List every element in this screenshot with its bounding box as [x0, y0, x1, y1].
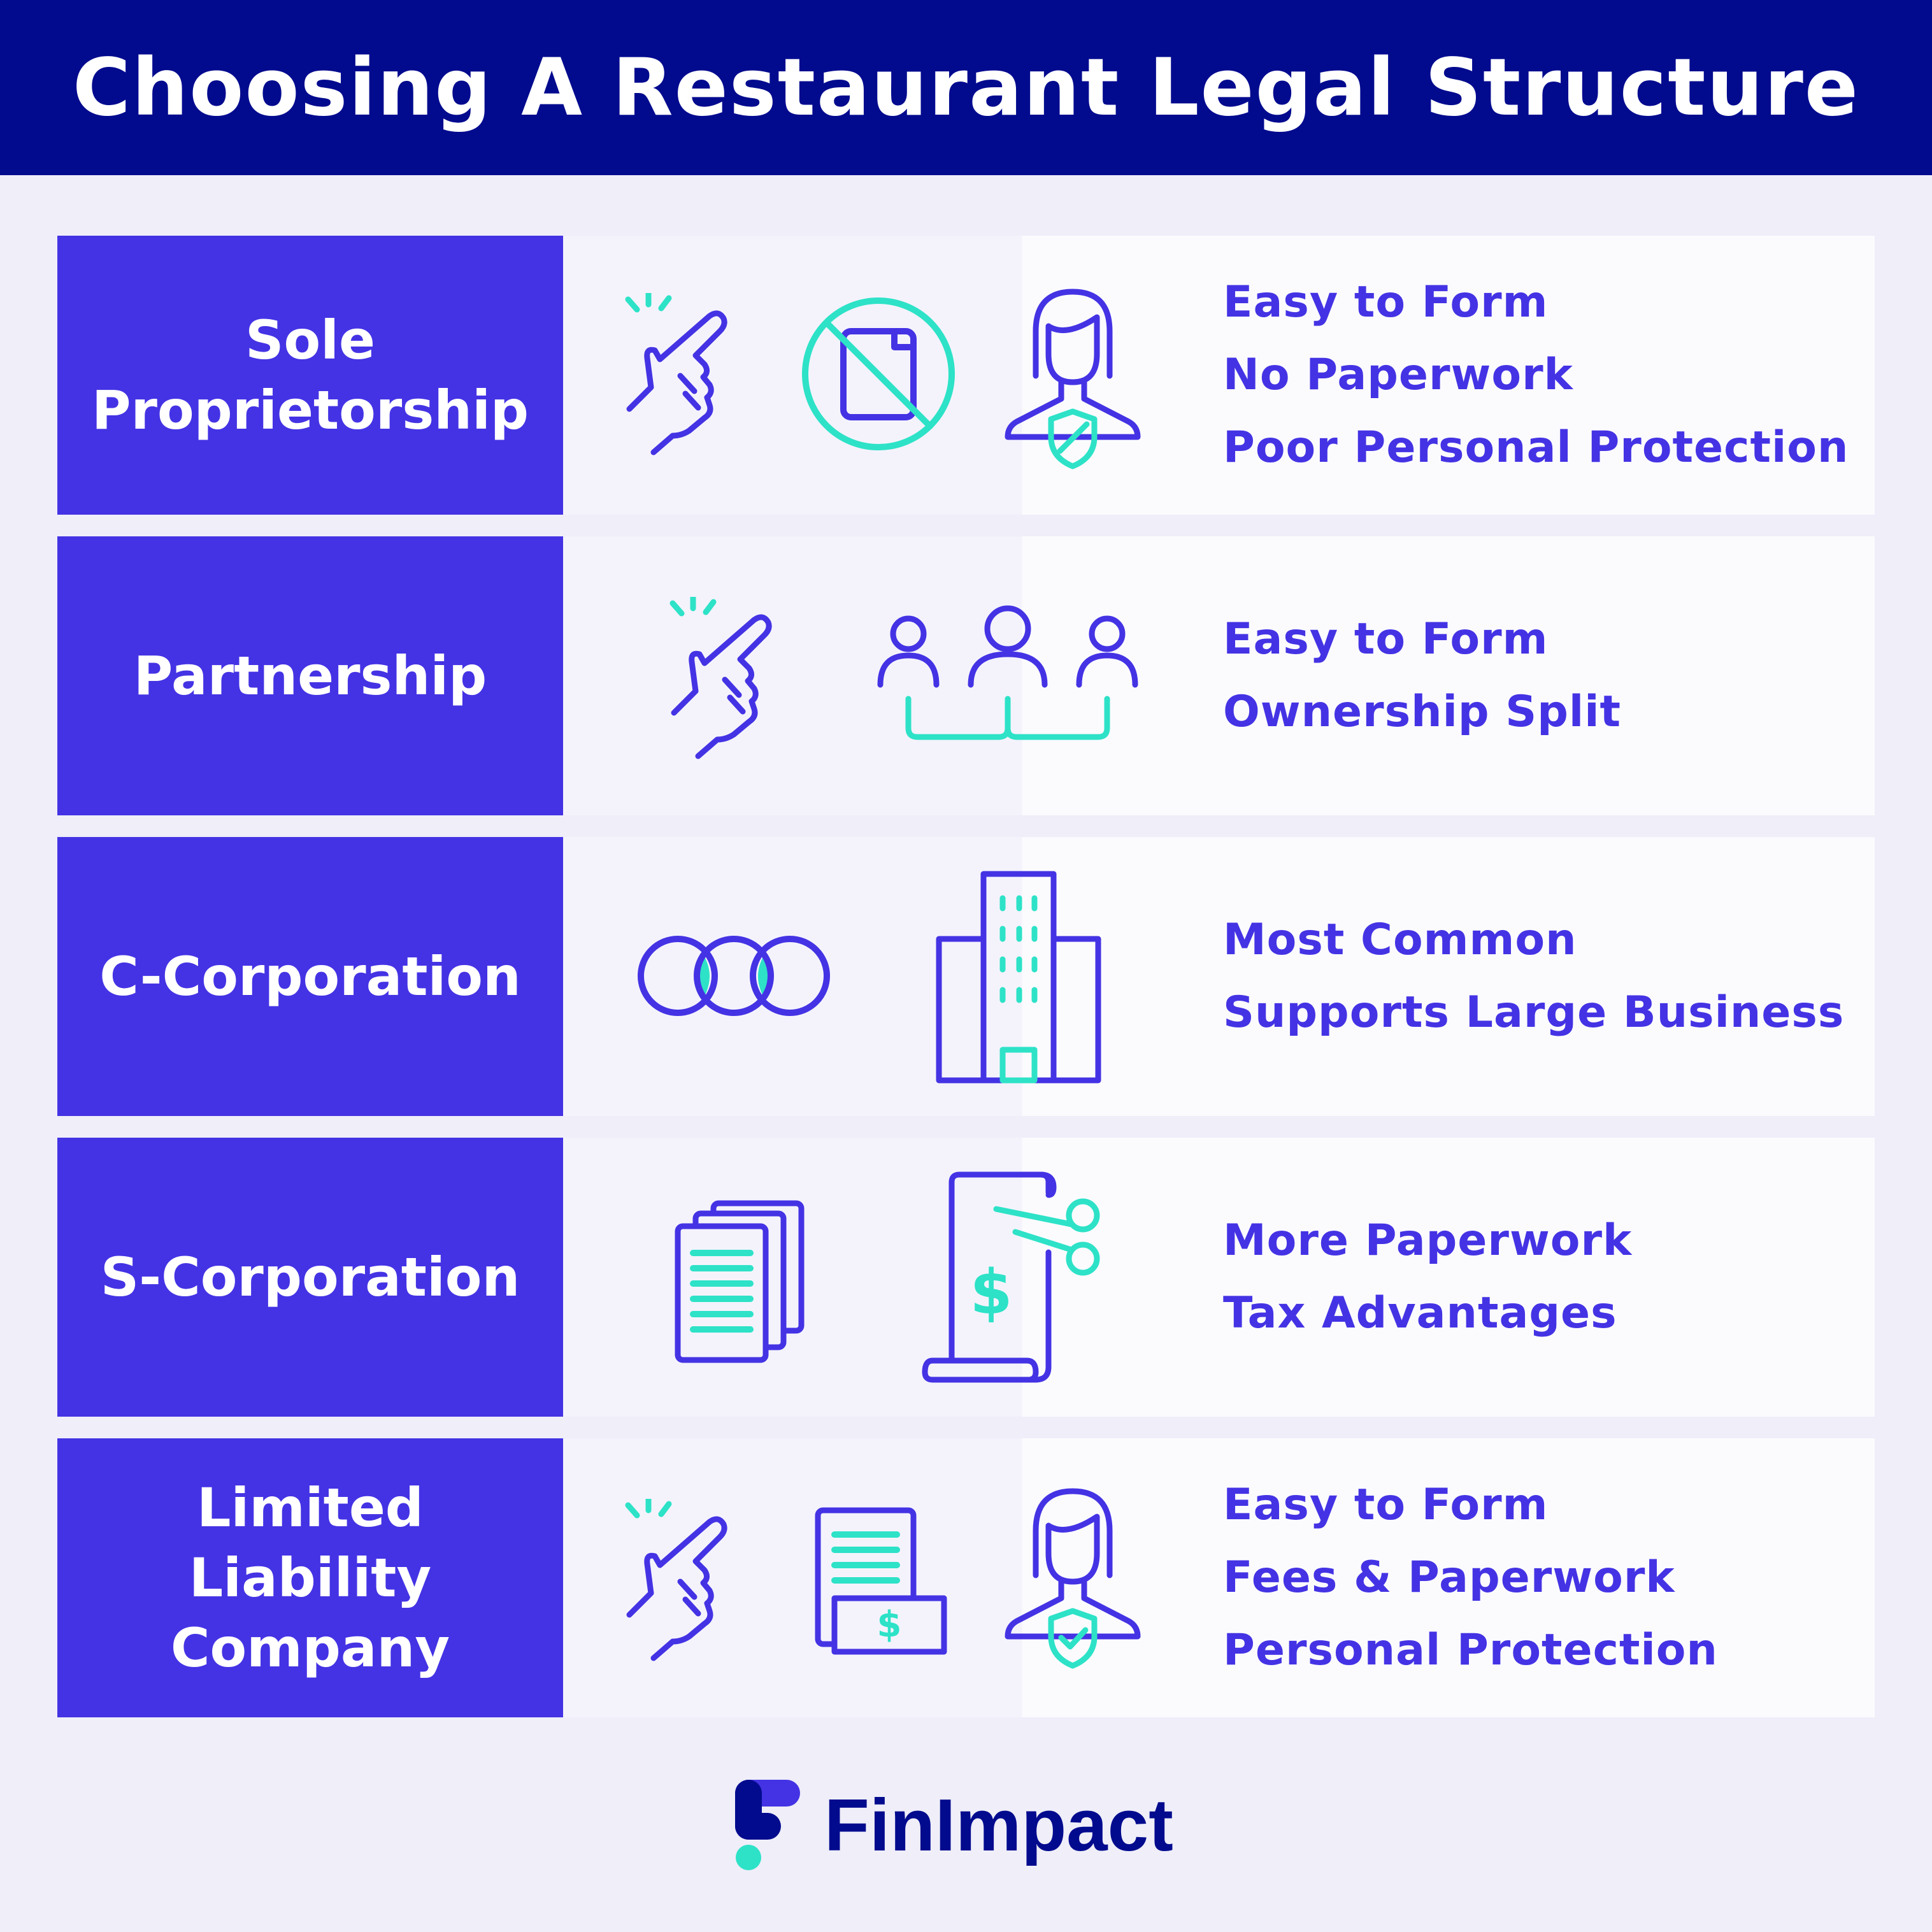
icon-group: $ — [563, 1138, 1232, 1417]
structure-label-box: Partnership — [57, 536, 563, 815]
feature-item: More Paperwork — [1223, 1215, 1633, 1266]
structure-label-box: S-Corporation — [57, 1138, 563, 1417]
document-stack-icon — [675, 1200, 805, 1363]
feature-list: Easy to Form Ownership Split — [1223, 536, 1621, 815]
structure-content: Easy to Form Ownership Split — [563, 536, 1875, 815]
feature-item: Supports Large Business — [1223, 987, 1845, 1038]
linked-rings-icon — [638, 936, 830, 1016]
structure-label: C-Corporation — [99, 945, 521, 1008]
icon-group — [563, 236, 1232, 515]
structure-row-partnership: Partnership — [57, 536, 1875, 815]
snap-fingers-icon — [625, 293, 727, 455]
feature-item: Ownership Split — [1223, 687, 1622, 737]
structure-content: Most Common Supports Large Business — [563, 837, 1875, 1116]
feature-item: Easy to Form — [1223, 277, 1549, 327]
feature-item: Easy to Form — [1223, 614, 1549, 664]
icon-group — [563, 837, 1232, 1116]
snap-fingers-icon — [669, 597, 772, 759]
feature-item: Fees & Paperwork — [1223, 1552, 1675, 1603]
structure-content: $ More Paperwork Tax Advantages — [563, 1138, 1875, 1417]
icon-group — [563, 536, 1232, 815]
no-paperwork-icon — [802, 297, 955, 450]
structure-row-limited-liability-company: Limited Liability Company — [57, 1438, 1875, 1717]
feature-list: Most Common Supports Large Business — [1223, 837, 1844, 1116]
structure-label: Sole Proprietorship — [91, 309, 529, 441]
brand-name: FinImpact — [824, 1784, 1173, 1866]
person-shield-check-icon — [1005, 1488, 1141, 1669]
feature-item: Personal Protection — [1223, 1625, 1718, 1675]
structure-row-s-corporation: S-Corporation — [57, 1138, 1875, 1417]
feature-list: Easy to Form No Paperwork Poor Personal … — [1223, 236, 1849, 515]
group-people-icon — [877, 605, 1138, 740]
finimpact-logo-icon — [735, 1780, 800, 1870]
feature-item: Poor Personal Protection — [1223, 422, 1849, 473]
svg-text:$: $ — [970, 1257, 1013, 1328]
feature-list: Easy to Form Fees & Paperwork Personal P… — [1223, 1438, 1718, 1717]
snap-fingers-icon — [625, 1499, 727, 1661]
office-building-icon — [936, 871, 1101, 1084]
structure-row-sole-proprietorship: Sole Proprietorship — [57, 236, 1875, 515]
structure-row-c-corporation: C-Corporation — [57, 837, 1875, 1116]
feature-list: More Paperwork Tax Advantages — [1223, 1138, 1632, 1417]
structure-content: $ Easy to Form Fees & Paperwork Personal… — [563, 1438, 1875, 1717]
structure-label: Partnership — [133, 645, 487, 707]
structure-label-box: C-Corporation — [57, 837, 563, 1116]
person-shield-icon — [1005, 289, 1141, 469]
feature-item: Easy to Form — [1223, 1480, 1549, 1530]
structure-label-box: Limited Liability Company — [57, 1438, 563, 1717]
header-banner: Choosing A Restaurant Legal Structure — [0, 0, 1932, 175]
page-title: Choosing A Restaurant Legal Structure — [72, 41, 1860, 134]
structure-label: Limited Liability Company — [170, 1477, 450, 1679]
document-fee-icon: $ — [815, 1507, 947, 1655]
svg-text:$: $ — [877, 1604, 902, 1645]
feature-item: Most Common — [1223, 915, 1577, 965]
feature-item: No Paperwork — [1223, 350, 1573, 400]
structure-content: Easy to Form No Paperwork Poor Personal … — [563, 236, 1875, 515]
tax-receipt-scissors-icon: $ — [922, 1171, 1100, 1383]
icon-group: $ — [563, 1438, 1232, 1717]
feature-item: Tax Advantages — [1223, 1288, 1617, 1338]
structure-label: S-Corporation — [100, 1246, 520, 1308]
structure-label-box: Sole Proprietorship — [57, 236, 563, 515]
brand-logo: FinImpact — [733, 1777, 1173, 1873]
